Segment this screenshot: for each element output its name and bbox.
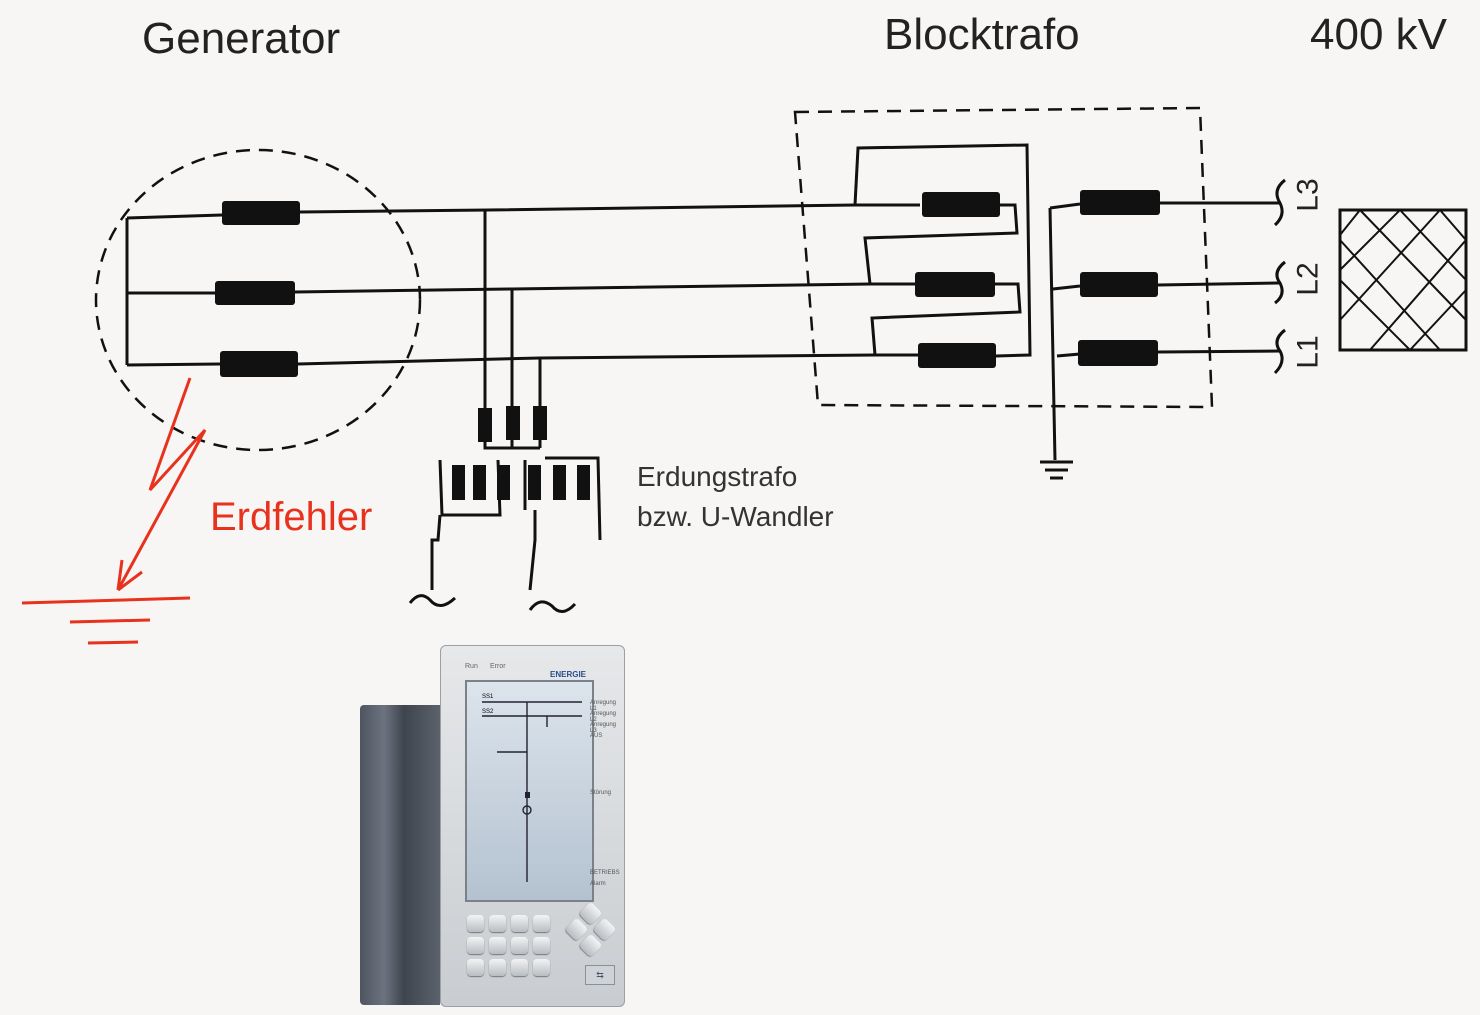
relay-key[interactable] — [489, 959, 506, 976]
winding-blocks — [215, 190, 1160, 500]
led-label-4: AUS — [590, 733, 603, 739]
led-label-5: Störung — [590, 790, 612, 796]
led-label-6: BETRIEBS — [590, 870, 620, 876]
usb-icon[interactable]: ⇆ — [585, 965, 615, 985]
run-led: Run — [465, 663, 478, 670]
generator-boundary — [94, 148, 422, 452]
relay-key[interactable] — [511, 915, 528, 932]
relay-key[interactable] — [489, 915, 506, 932]
relay-heatsink — [360, 705, 440, 1005]
led-label-1: Anregung L1 — [590, 700, 617, 712]
relay-key[interactable] — [511, 937, 528, 954]
relay-key[interactable] — [467, 915, 484, 932]
relay-display: SS1 SS2 — [465, 680, 594, 902]
relay-key[interactable] — [533, 937, 550, 954]
nav-down-button[interactable] — [578, 933, 603, 958]
busbar-label-ss1: SS1 — [482, 694, 494, 700]
relay-key[interactable] — [467, 937, 484, 954]
error-led: Error — [490, 663, 506, 670]
led-label-7: Alarm — [590, 881, 606, 887]
phase-label-l2: L2 — [1291, 262, 1325, 296]
relay-key[interactable] — [489, 937, 506, 954]
grid-symbol — [1338, 208, 1468, 352]
relay-key[interactable] — [533, 959, 550, 976]
generator-label: Generator — [142, 14, 341, 63]
earth-fault-arrow — [21, 377, 207, 645]
earthing-transformer-label: Erdungstrafo — [637, 461, 798, 492]
relay-key[interactable] — [467, 959, 484, 976]
relay-front-panel: Run Error ENERGIE SS1 SS2 Anregung L1 An… — [440, 645, 625, 1007]
block-transformer-boundary — [793, 106, 1214, 409]
relay-key[interactable] — [533, 915, 550, 932]
earthing-transformer-label-2: bzw. U-Wandler — [637, 501, 834, 532]
block-transformer-label: Blocktrafo — [884, 10, 1080, 59]
nav-right-button[interactable] — [592, 917, 617, 942]
led-label-2: Anregung L2 — [590, 711, 617, 723]
protection-relay: Run Error ENERGIE SS1 SS2 Anregung L1 An… — [360, 645, 625, 1010]
busbar-label-ss2: SS2 — [482, 709, 494, 715]
led-label-3: Anregung L3 — [590, 722, 617, 734]
single-line-display — [482, 701, 582, 882]
grid-voltage-label: 400 kV — [1310, 10, 1447, 59]
phase-label-l3: L3 — [1291, 178, 1325, 212]
earth-fault-label: Erdfehler — [210, 495, 373, 539]
relay-key[interactable] — [511, 959, 528, 976]
phase-label-l1: L1 — [1291, 335, 1325, 369]
relay-brand: ENERGIE — [550, 670, 587, 679]
relay-led-column: Anregung L1 Anregung L2 Anregung L3 AUS … — [590, 700, 620, 895]
